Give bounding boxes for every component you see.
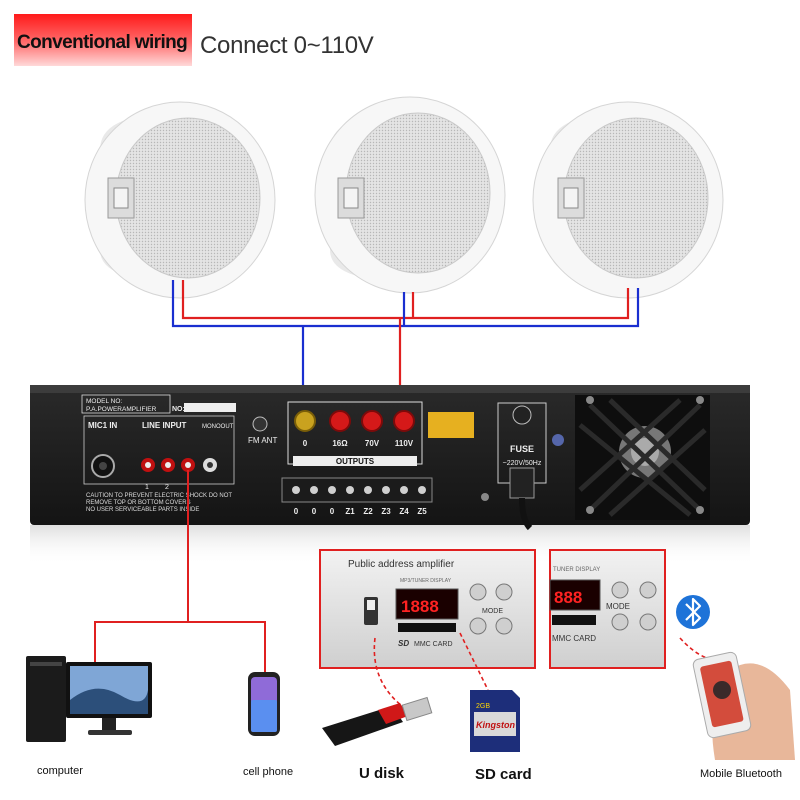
- computer-icon: [26, 656, 152, 742]
- caution-line-3: NO USER SERVICEABLE PARTS INSIDE: [86, 507, 199, 513]
- panel-mode-label: MODE: [482, 608, 503, 615]
- ceiling-speaker-3: [532, 101, 724, 299]
- rca-jacks: [141, 458, 217, 472]
- svg-text:Z5: Z5: [417, 507, 427, 516]
- line-input-2-label: 2: [165, 484, 169, 491]
- sd-card-capacity: 2GB: [476, 703, 490, 710]
- svg-text:0: 0: [312, 507, 317, 516]
- zoom-mode-label: MODE: [606, 602, 630, 611]
- ceiling-speaker-1: [84, 101, 276, 299]
- svg-text:Z1: Z1: [345, 507, 355, 516]
- mic-in-label: MIC1 IN: [88, 421, 118, 430]
- title-banner: Conventional wiring: [14, 14, 192, 66]
- model-value: P.A.POWERAMPLIFIER: [86, 406, 157, 413]
- page-title: Conventional wiring: [17, 32, 188, 53]
- fm-ant-label: FM ANT: [248, 436, 277, 445]
- zoom-display-label: TUNER DISPLAY: [553, 567, 600, 573]
- fan-grille: [575, 395, 710, 520]
- svg-text:0: 0: [294, 507, 299, 516]
- fuse-label: FUSE: [510, 444, 534, 454]
- zoom-display-value: 888: [554, 588, 582, 607]
- svg-text:16Ω: 16Ω: [332, 439, 348, 448]
- cell-phone-icon: [248, 672, 280, 736]
- mobile-bluetooth-label: Mobile Bluetooth: [700, 768, 782, 780]
- line-input-label: LINE INPUT: [142, 421, 187, 430]
- device-wiring: [94, 470, 719, 707]
- panel-display-label: MP3/TUNER DISPLAY: [400, 578, 452, 584]
- panel-sd-logo: SD: [398, 639, 409, 648]
- u-disk-label: U disk: [359, 765, 405, 782]
- panel-title: Public address amplifier: [348, 559, 455, 570]
- serial-label: NO:: [172, 406, 185, 413]
- panel-display-value: 1888: [401, 597, 439, 616]
- terminal-labels: 0 0 0 Z1 Z2 Z3 Z4 Z5: [294, 507, 427, 516]
- page-subtitle: Connect 0~110V: [200, 32, 374, 59]
- sd-card-label: SD card: [475, 766, 532, 783]
- svg-text:110V: 110V: [395, 439, 414, 448]
- outputs-label: OUTPUTS: [336, 457, 375, 466]
- svg-text:Z2: Z2: [363, 507, 373, 516]
- front-panel-detail-zoom: [549, 549, 666, 669]
- svg-text:0: 0: [303, 439, 308, 448]
- panel-card-label: MMC CARD: [414, 641, 453, 648]
- svg-text:0: 0: [330, 507, 335, 516]
- bluetooth-icon: [676, 595, 710, 629]
- ceiling-speaker-2: [314, 96, 506, 294]
- cell-phone-label: cell phone: [243, 766, 294, 778]
- zoom-card-label: MMC CARD: [552, 634, 596, 643]
- mono-out-label: MONOOUT: [202, 424, 234, 430]
- svg-text:Z3: Z3: [381, 507, 391, 516]
- speaker-wiring: [171, 280, 640, 420]
- caution-line-2: REMOVE TOP OR BOTTOM COVERS: [86, 500, 191, 506]
- sd-card-icon: [470, 690, 520, 752]
- svg-text:70V: 70V: [365, 439, 380, 448]
- line-input-1-label: 1: [145, 484, 149, 491]
- computer-label: computer: [37, 765, 83, 777]
- mobile-bluetooth-icon: [692, 651, 795, 760]
- amplifier-rear-panel: [30, 385, 750, 565]
- sd-card-brand: Kingston: [476, 720, 515, 730]
- front-panel-detail: [319, 549, 536, 669]
- svg-text:Z4: Z4: [399, 507, 409, 516]
- usb-drive-icon: [322, 696, 433, 746]
- model-label: MODEL NO:: [86, 398, 122, 405]
- output-taps: 0 16Ω 70V 110V: [303, 439, 414, 448]
- voltage-label: ~220V/50Hz: [503, 460, 542, 467]
- caution-line-1: CAUTION TO PREVENT ELECTRIC SHOCK DO NOT: [86, 493, 232, 499]
